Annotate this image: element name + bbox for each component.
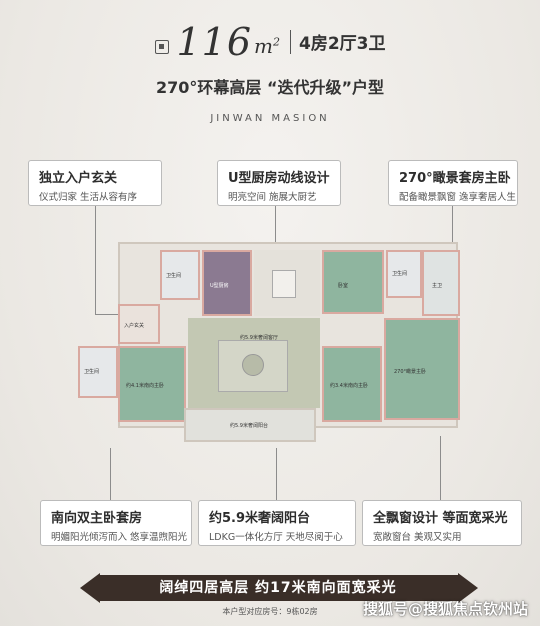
room-bedroom-n: 卧室	[322, 250, 384, 314]
feature-balcony: 约5.9米奢阔阳台 LDKG一体化方厅 天地尽阅于心	[198, 500, 356, 546]
header-divider	[290, 30, 291, 54]
feature-title: U型厨房动线设计	[228, 171, 330, 186]
room-bath-c: 卫生间	[78, 346, 118, 398]
room-kitchen: U型厨房	[202, 250, 252, 316]
area-unit: m2	[254, 34, 280, 58]
room-dining: 餐厅	[254, 250, 320, 316]
room-suite-s: 约3.4米南向主卧	[322, 346, 382, 422]
room-balcony: 约5.9米奢阔阳台	[184, 408, 316, 442]
footnote: 本户型对应房号：9栋02房	[222, 607, 318, 616]
brand-name: JINWAN MASION	[210, 113, 330, 124]
subtitle: 270°环幕高层 “迭代升级”户型	[155, 78, 384, 97]
connector-line	[110, 448, 111, 500]
feature-desc: 明亮空间 施展大厨艺	[228, 192, 317, 203]
feature-title: 约5.9米奢阔阳台	[209, 511, 311, 526]
room-living: 约5.9米奢阔客厅	[188, 318, 320, 408]
connector-line	[440, 436, 441, 500]
area-number: 116	[176, 20, 253, 64]
room-bath-a: 卫生间	[160, 250, 200, 300]
floorplan-tag-icon	[154, 40, 169, 54]
room-bath-b: 卫生间	[386, 250, 422, 298]
feature-title: 全飘窗设计 等面宽采光	[373, 511, 508, 526]
feature-desc: 宽敞窗台 美观又实用	[373, 532, 462, 543]
room-entry: 入户玄关	[118, 304, 160, 344]
feature-window: 全飘窗设计 等面宽采光 宽敞窗台 美观又实用	[362, 500, 522, 546]
feature-foyer: 独立入户玄关 仪式归家 生活从容有序	[28, 160, 162, 206]
feature-master: 270°瞰景套房主卧 配备瞰景飘窗 逸享奢居人生	[388, 160, 518, 206]
room-bath-master: 主卫	[422, 250, 460, 316]
watermark: 搜狐号@搜狐焦点钦州站	[362, 600, 528, 618]
connector-line	[95, 314, 127, 315]
banner	[98, 575, 458, 601]
banner-arrow-left	[80, 573, 100, 603]
feature-kitchen: U型厨房动线设计 明亮空间 施展大厨艺	[217, 160, 341, 206]
connector-line	[276, 448, 277, 500]
feature-title: 270°瞰景套房主卧	[399, 171, 511, 186]
banner-arrow-right	[458, 573, 478, 603]
feature-desc: 明媚阳光倾泻而入 悠享温煦阳光	[51, 532, 188, 543]
connector-line	[275, 206, 276, 258]
floorplan: 卫生间 U型厨房 餐厅 卧室 卫生间 主卫 入户玄关 卫生间	[78, 242, 474, 446]
feature-title: 南向双主卧套房	[51, 511, 143, 526]
banner-text: 阔绰四居高层 约17米南向面宽采光	[159, 580, 397, 596]
feature-double-master: 南向双主卧套房 明媚阳光倾泻而入 悠享温煦阳光	[40, 500, 192, 546]
feature-desc: 仪式归家 生活从容有序	[39, 192, 138, 203]
layout-type: 4房2厅3卫	[299, 34, 386, 54]
connector-line	[95, 206, 96, 314]
feature-desc: 配备瞰景飘窗 逸享奢居人生	[399, 192, 517, 203]
room-master: 270°瞰景主卧	[384, 318, 460, 420]
feature-desc: LDKG一体化方厅 天地尽阅于心	[209, 532, 343, 543]
room-suite-sw: 约4.1米南向主卧	[118, 346, 186, 422]
header: 116 m2 4房2厅3卫	[0, 18, 540, 64]
feature-title: 独立入户玄关	[39, 171, 118, 186]
